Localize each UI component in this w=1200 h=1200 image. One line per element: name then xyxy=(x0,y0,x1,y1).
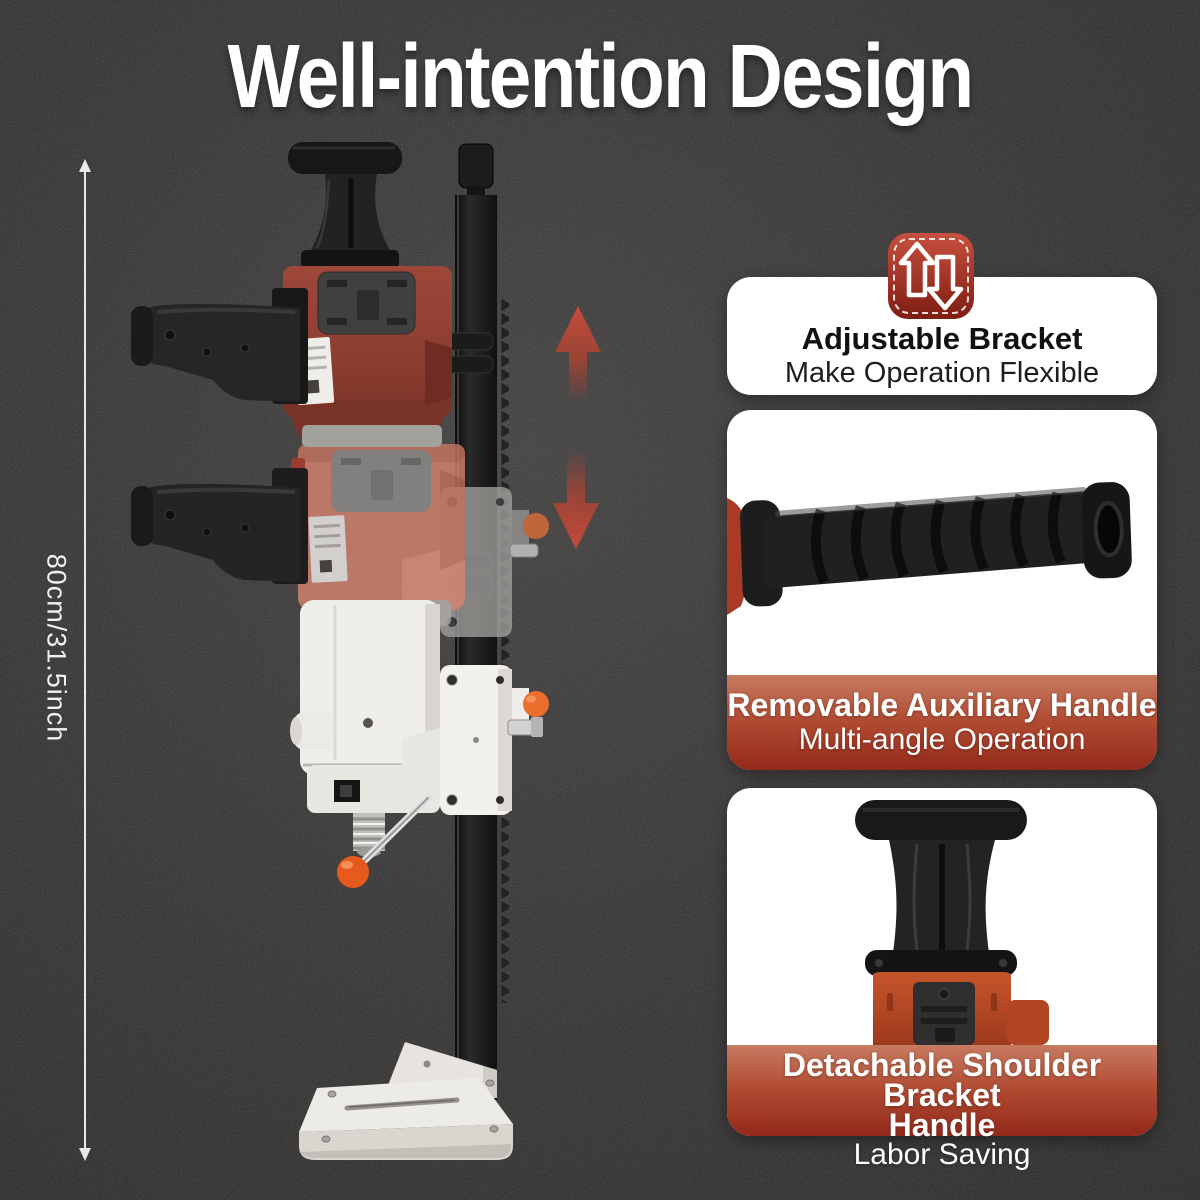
arrow-down-head xyxy=(79,1148,91,1161)
feature-subtitle: Labor Saving xyxy=(853,1138,1031,1171)
feature-band: Removable Auxiliary Handle Multi-angle O… xyxy=(727,675,1157,770)
feature-card-auxiliary-handle: Removable Auxiliary Handle Multi-angle O… xyxy=(727,410,1157,770)
feature-subtitle: Multi-angle Operation xyxy=(798,723,1086,756)
side-d-handle-upper xyxy=(132,303,300,402)
gearbox-assembly xyxy=(290,600,440,857)
auxiliary-handle-photo xyxy=(727,410,1157,675)
feature-title-line2: Handle xyxy=(888,1107,996,1143)
ghost-drill-motor xyxy=(291,444,465,626)
measurement-label: 80cm/31.5inch xyxy=(41,553,72,743)
product-photo-drill-stand xyxy=(131,142,601,1160)
adjust-down-arrow-icon xyxy=(553,452,599,549)
feature-title-line1: Detachable Shoulder Bracket xyxy=(782,1047,1102,1113)
shoulder-handle-grip xyxy=(855,800,1027,976)
drill-motor-unit xyxy=(131,142,452,447)
auxiliary-handle-grip xyxy=(740,482,1132,607)
feature-card-adjustable-bracket: Adjustable Bracket Make Operation Flexib… xyxy=(727,233,1157,395)
gear-rack xyxy=(497,297,509,1003)
feed-lever xyxy=(337,794,432,888)
shoulder-handle-bar xyxy=(288,142,402,174)
feature-card-shoulder-bracket-handle: Detachable Shoulder Bracket Handle Labor… xyxy=(727,788,1157,1170)
feature-band: Detachable Shoulder Bracket Handle Labor… xyxy=(727,1045,1157,1170)
measurement-arrow-line xyxy=(79,159,91,1161)
swap-vertical-icon xyxy=(888,233,974,319)
side-d-handle-lower-details xyxy=(131,486,296,546)
stand-base xyxy=(299,1042,513,1160)
feature-subtitle: Make Operation Flexible xyxy=(784,357,1100,389)
shoulder-bracket-handle-photo xyxy=(727,788,1157,1045)
side-d-handle-lower xyxy=(132,483,300,582)
carriage xyxy=(402,665,549,815)
feature-title: Adjustable Bracket xyxy=(801,321,1083,356)
feature-title: Removable Auxiliary Handle xyxy=(727,687,1157,723)
adjust-up-arrow-icon xyxy=(555,306,601,400)
page-title: Well-intention Design xyxy=(227,27,975,127)
drill-top-body xyxy=(873,972,1049,1045)
cam-lock-knob xyxy=(523,691,549,717)
arrow-up-head xyxy=(79,159,91,172)
